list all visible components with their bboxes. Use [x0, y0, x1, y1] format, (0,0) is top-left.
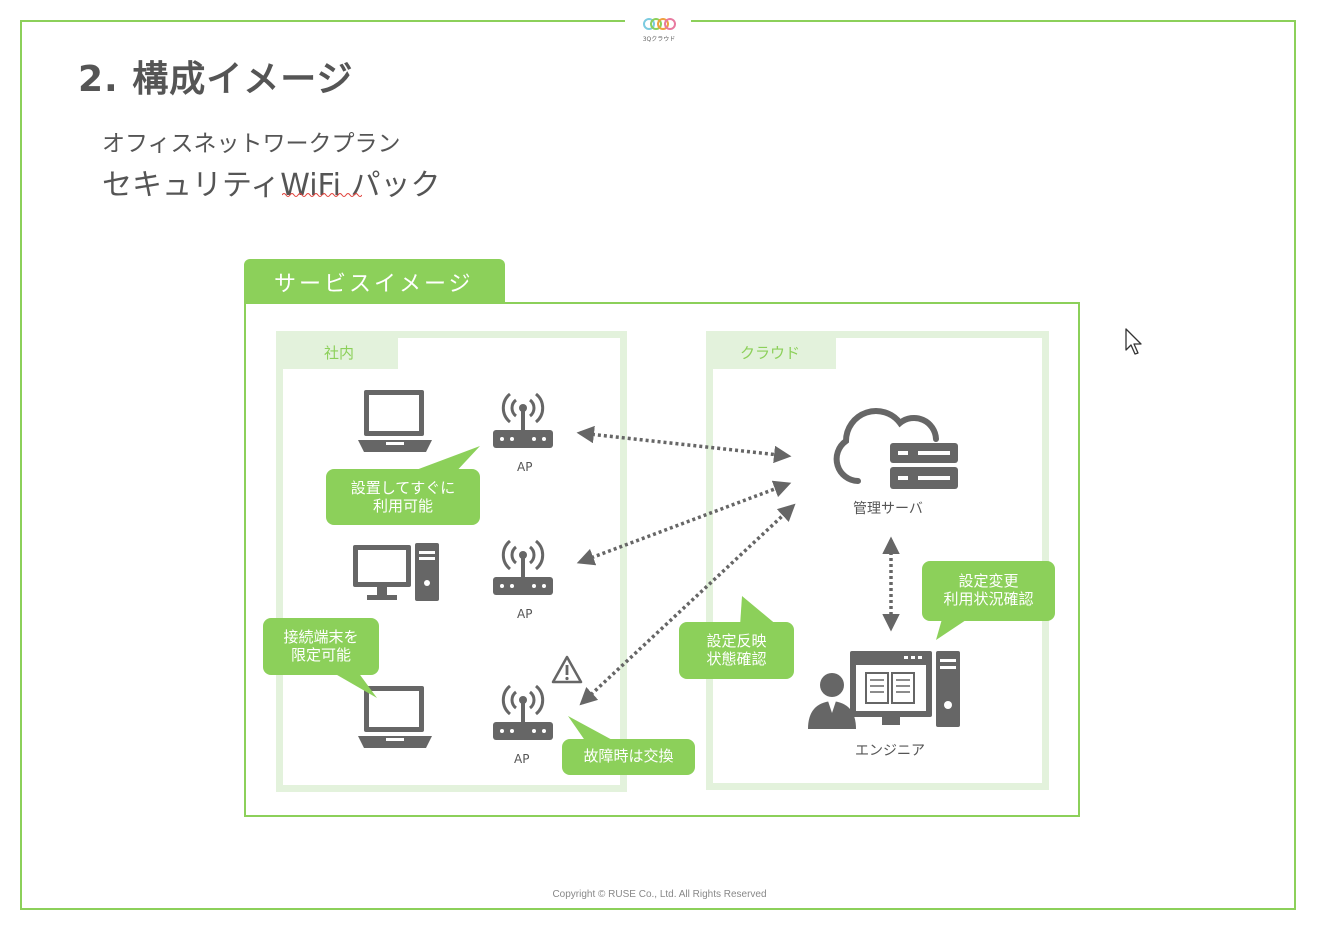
desktop-pc-icon — [353, 543, 439, 601]
bubble-tail — [325, 668, 377, 698]
access-point-icon — [493, 684, 553, 740]
bubble-config-change: 設定変更 利用状況確認 — [922, 561, 1055, 621]
bubble-tail — [400, 446, 480, 476]
bubble-replace-on-failure: 故障時は交換 — [562, 739, 695, 775]
engineer-workstation-icon — [808, 651, 960, 729]
mouse-cursor-icon — [1125, 328, 1142, 355]
logo-rings-icon — [643, 18, 676, 30]
arrow-ap1-server — [576, 425, 792, 464]
laptop-icon — [358, 686, 432, 748]
copyright: Copyright © RUSE Co., Ltd. All Rights Re… — [552, 889, 767, 900]
bubble-tail — [740, 596, 778, 626]
office-zone-label: 社内 — [283, 338, 398, 369]
bubble-device-limit: 接続端末を 限定可能 — [263, 618, 379, 675]
spellcheck-underline — [282, 193, 362, 197]
logo-text: 3Qクラウド — [642, 36, 676, 43]
plan-name: オフィスネットワークプラン — [102, 131, 401, 157]
ap-label: AP — [517, 460, 533, 474]
ap-label: AP — [514, 752, 530, 766]
access-point-icon — [493, 392, 553, 448]
bubble-tail — [568, 716, 616, 742]
logo — [625, 12, 691, 46]
laptop-icon — [358, 390, 432, 452]
service-image-tab: サービスイメージ — [244, 259, 505, 303]
cloud-zone-label: クラウド — [713, 338, 836, 369]
cloud-server-icon — [833, 408, 958, 489]
warning-icon — [551, 655, 583, 684]
arrow-ap2-server — [576, 480, 792, 566]
arrow-ap3-server — [579, 503, 796, 706]
engineer-label: エンジニア — [855, 743, 925, 759]
access-point-icon — [493, 539, 553, 595]
management-server-label: 管理サーバ — [853, 501, 923, 517]
ap-label: AP — [517, 607, 533, 621]
bubble-ready-to-use: 設置してすぐに 利用可能 — [326, 469, 480, 525]
page-title: 2. 構成イメージ — [78, 59, 354, 100]
bubble-status-check: 設定反映 状態確認 — [679, 622, 794, 679]
pack-name: セキュリティWiFi パック — [102, 168, 441, 203]
